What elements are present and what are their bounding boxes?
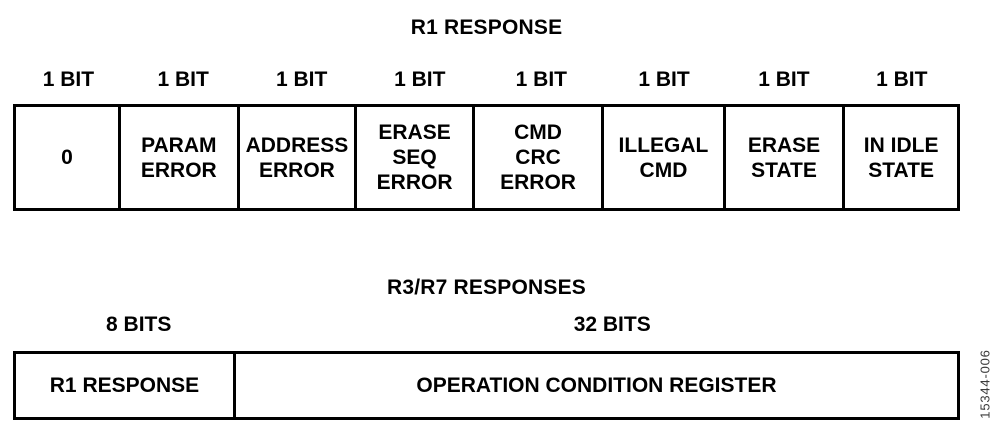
r1-response-title: R1 RESPONSE <box>410 16 563 39</box>
bit-width-label: 1 BIT <box>157 68 209 91</box>
bit-width-label: 1 BIT <box>638 68 690 91</box>
field-cell-operation-condition-register: OPERATION CONDITION REGISTER <box>232 354 957 417</box>
bit-width-label: 1 BIT <box>394 68 446 91</box>
bit-width-label: 1 BIT <box>42 68 95 91</box>
r1-response-table: 0 PARAM ERROR ADDRESS ERROR ERASE SEQ ER… <box>13 104 960 211</box>
field-cell-r1-response: R1 RESPONSE <box>49 374 200 397</box>
bit-width-label: 1 BIT <box>758 68 810 91</box>
field-cell-in-idle-state: IN IDLE STATE <box>842 107 957 208</box>
bit-width-label: 1 BIT <box>275 68 328 91</box>
r1-bit-width-row: 1 BIT 1 BIT 1 BIT 1 BIT 1 BIT 1 BIT 1 BI… <box>13 69 960 91</box>
figure-number: 15344-006 <box>977 349 993 419</box>
field-cell-cmd-crc-error: CMD CRC ERROR <box>471 107 601 208</box>
bit-width-label: 8 BITS <box>106 313 172 336</box>
field-cell-erase-seq-error: ERASE SEQ ERROR <box>354 107 472 208</box>
bit-width-label: 32 BITS <box>573 313 651 336</box>
field-cell-erase-state: ERASE STATE <box>722 107 843 208</box>
r3-r7-responses-title: R3/R7 RESPONSES <box>386 276 587 299</box>
field-cell-reserved-0: 0 <box>61 146 73 169</box>
field-cell-address-error: ADDRESS ERROR <box>236 107 355 208</box>
bit-width-label: 1 BIT <box>876 68 928 91</box>
r3-r7-responses-table: R1 RESPONSE OPERATION CONDITION REGISTER <box>13 351 960 420</box>
field-cell-param-error: PARAM ERROR <box>118 107 237 208</box>
field-cell-illegal-cmd: ILLEGAL CMD <box>601 107 723 208</box>
r3-r7-bit-width-row: 8 BITS 32 BITS <box>13 314 960 336</box>
bit-width-label: 1 BIT <box>515 68 567 91</box>
